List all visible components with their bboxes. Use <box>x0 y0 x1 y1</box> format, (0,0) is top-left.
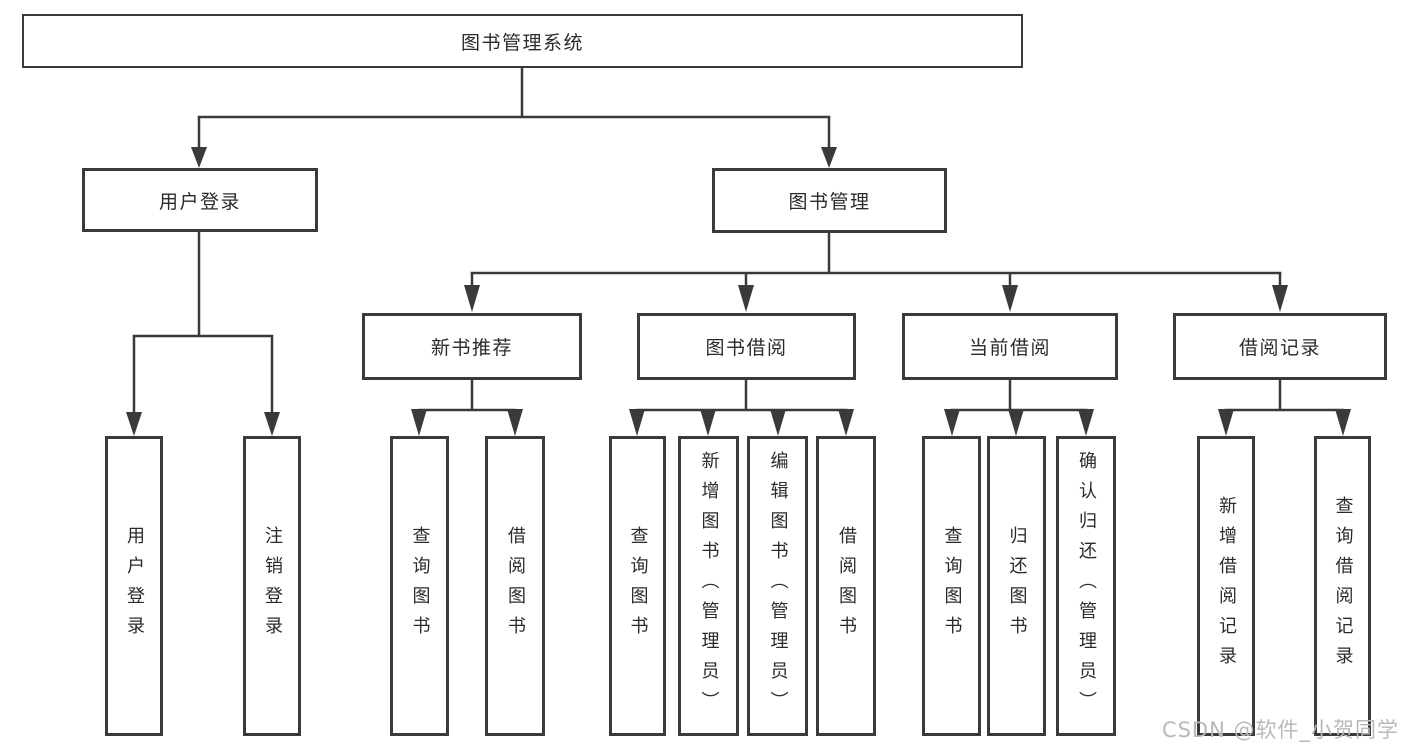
node-label: 图书管理系统 <box>460 31 584 54</box>
node-borrow-book: 借阅图书 <box>816 436 876 736</box>
node-add-book-admin: 新增图书（管理员） <box>678 436 739 736</box>
node-label: 图书管理 <box>788 191 871 213</box>
node-label: 借阅图书 <box>836 526 857 646</box>
node-label: 查询借阅记录 <box>1332 496 1354 676</box>
node-label: 确认归还（管理员） <box>1076 451 1097 721</box>
node-label: 借阅记录 <box>1238 337 1321 359</box>
node-label: 归还图书 <box>1006 526 1028 646</box>
node-label: 用户登录 <box>124 526 145 646</box>
node-book-management: 图书管理 <box>712 168 947 233</box>
node-new-book-recommend: 新书推荐 <box>362 313 582 380</box>
node-confirm-return-admin: 确认归还（管理员） <box>1056 436 1116 736</box>
node-label: 图书借阅 <box>705 337 788 359</box>
node-book-borrowing: 图书借阅 <box>637 313 856 380</box>
csdn-watermark: CSDN @软件_小贺同学 <box>1161 718 1399 742</box>
node-logout: 注销登录 <box>243 436 301 736</box>
node-label: 查询图书 <box>941 526 963 646</box>
node-label: 用户登录 <box>158 190 241 213</box>
node-label: 当前借阅 <box>968 337 1051 359</box>
node-query-book-borrowing: 查询图书 <box>609 436 666 736</box>
node-add-borrow-record: 新增借阅记录 <box>1197 436 1255 736</box>
node-label: 查询图书 <box>627 526 649 646</box>
node-edit-book-admin: 编辑图书（管理员） <box>747 436 808 736</box>
node-query-book-current: 查询图书 <box>922 436 981 736</box>
node-label: 借阅图书 <box>505 526 526 646</box>
node-label: 查询图书 <box>409 526 431 646</box>
node-borrowing-records: 借阅记录 <box>1173 313 1387 380</box>
node-query-borrow-record: 查询借阅记录 <box>1314 436 1371 736</box>
node-label: 编辑图书（管理员） <box>767 451 789 721</box>
node-query-book-recommend: 查询图书 <box>390 436 449 736</box>
node-label: 新增借阅记录 <box>1216 496 1237 676</box>
node-label: 新书推荐 <box>430 337 513 359</box>
node-return-book: 归还图书 <box>987 436 1046 736</box>
node-user-login-group: 用户登录 <box>82 168 318 232</box>
node-label: 注销登录 <box>262 526 283 646</box>
node-label: 新增图书（管理员） <box>698 451 720 721</box>
node-current-borrowing: 当前借阅 <box>902 313 1118 380</box>
arrowheads <box>126 147 1351 436</box>
node-library-management-system: 图书管理系统 <box>22 14 1023 68</box>
node-user-login: 用户登录 <box>105 436 163 736</box>
node-borrow-book-recommend: 借阅图书 <box>485 436 545 736</box>
